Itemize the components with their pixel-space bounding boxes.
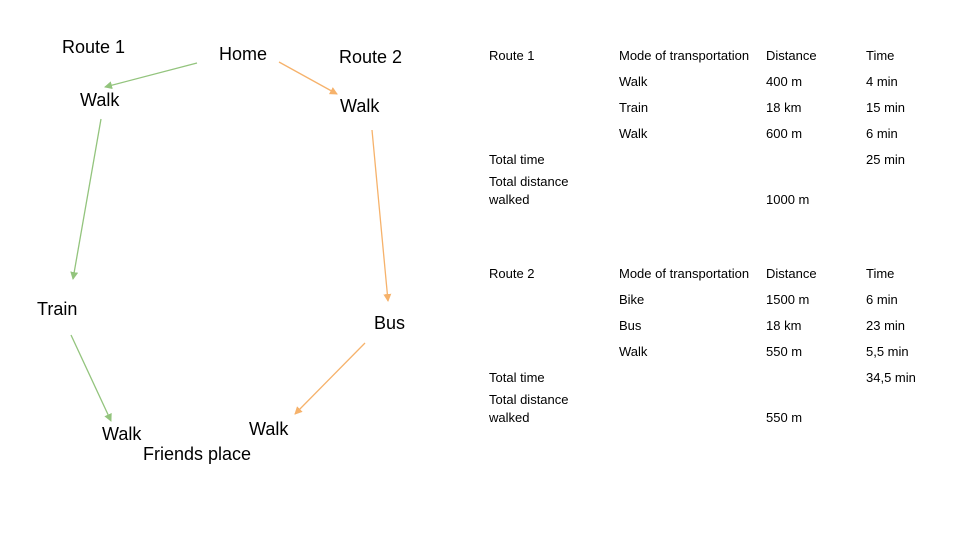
route1-arrow-walk-to-train xyxy=(70,118,102,280)
route1-total-distance-value: 1000 m xyxy=(766,192,810,207)
route2-walk-node-1: Walk xyxy=(340,96,380,116)
route2-header-time: Time xyxy=(866,266,895,281)
route2-bus-node: Bus xyxy=(374,313,406,333)
route2-walk-node-2: Walk xyxy=(249,419,289,439)
route2-arrow-walk-to-bus xyxy=(371,129,392,302)
route1-header-distance: Distance xyxy=(766,48,817,63)
route1-row1-time: 4 min xyxy=(866,74,898,89)
route1-label: Route 1 xyxy=(62,37,126,57)
route1-row2-mode: Train xyxy=(619,100,649,115)
route2-arrow-home-to-walk xyxy=(278,61,338,95)
route1-total-distance-label-line1: Total distance xyxy=(489,174,569,189)
route1-train-node: Train xyxy=(37,299,78,319)
route1-row2-time: 15 min xyxy=(866,100,906,115)
route2-total-time-label: Total time xyxy=(489,370,545,385)
route2-row3-mode: Walk xyxy=(619,344,648,359)
route1-arrow-train-to-walk xyxy=(70,334,112,422)
route2-total-distance-label-line2: walked xyxy=(489,410,530,425)
route1-header-mode: Mode of transportation xyxy=(619,48,750,63)
route2-row1-time: 6 min xyxy=(866,292,898,307)
route2-label: Route 2 xyxy=(339,47,403,67)
route1-row2-distance: 18 km xyxy=(766,100,802,115)
route2-header-distance: Distance xyxy=(766,266,817,281)
route2-total-distance-label-line1: Total distance xyxy=(489,392,569,407)
route1-row3-time: 6 min xyxy=(866,126,898,141)
route1-row1-mode: Walk xyxy=(619,74,648,89)
route1-row3-mode: Walk xyxy=(619,126,648,141)
route2-row2-mode: Bus xyxy=(619,318,642,333)
home-node: Home xyxy=(219,44,268,64)
route1-walk-node-1: Walk xyxy=(80,90,120,110)
route2-row2-time: 23 min xyxy=(866,318,906,333)
route2-row1-mode: Bike xyxy=(619,292,645,307)
route1-arrow-home-to-walk xyxy=(104,62,198,90)
route2-total-time-value: 34,5 min xyxy=(866,370,916,385)
route1-row3-distance: 600 m xyxy=(766,126,803,141)
route2-row3-time: 5,5 min xyxy=(866,344,909,359)
route1-total-time-value: 25 min xyxy=(866,152,906,167)
route2-row1-distance: 1500 m xyxy=(766,292,810,307)
route1-walk-node-2: Walk xyxy=(102,424,142,444)
route1-total-distance-label-line2: walked xyxy=(489,192,530,207)
route1-table-title: Route 1 xyxy=(489,48,535,63)
route2-row3-distance: 550 m xyxy=(766,344,803,359)
route1-header-time: Time xyxy=(866,48,895,63)
route2-total-distance-value: 550 m xyxy=(766,410,803,425)
route1-row1-distance: 400 m xyxy=(766,74,803,89)
route1-total-time-label: Total time xyxy=(489,152,545,167)
route2-header-mode: Mode of transportation xyxy=(619,266,750,281)
friends-place-node: Friends place xyxy=(143,444,252,464)
route2-table-title: Route 2 xyxy=(489,266,535,281)
route2-arrow-bus-to-walk xyxy=(294,342,366,415)
route2-row2-distance: 18 km xyxy=(766,318,802,333)
